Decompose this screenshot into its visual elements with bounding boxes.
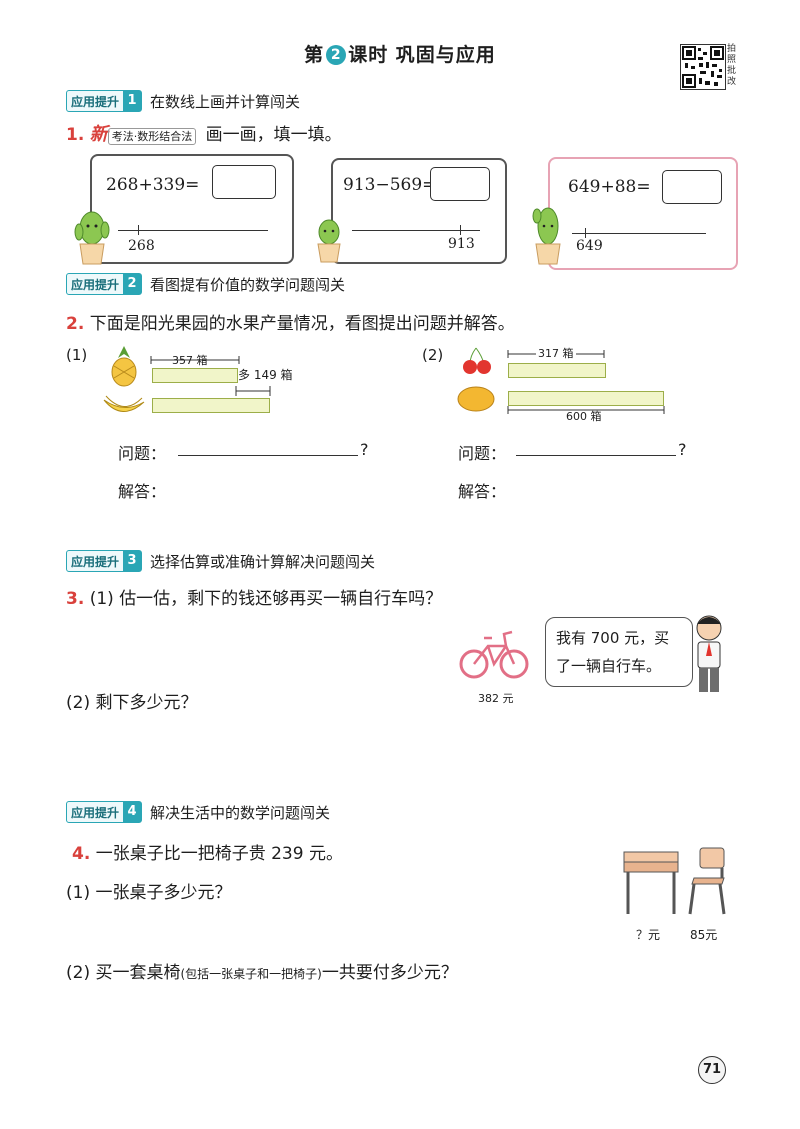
section-title: 看图提有价值的数学问题闯关 (150, 275, 346, 294)
answer-box[interactable] (662, 170, 722, 204)
question-mark: ? (678, 440, 687, 459)
title-suffix: 课时 巩固与应用 (348, 44, 496, 66)
card-expression: 649+88= (568, 177, 651, 197)
bar-value-label: 317 箱 (536, 345, 576, 361)
number-line-label: 268 (128, 238, 155, 254)
tag-label: 应用提升 (71, 94, 120, 109)
method-badge-text: 考法·数形结合法 (107, 128, 197, 145)
pineapple-icon (111, 346, 137, 387)
chair-icon (688, 847, 726, 915)
question-prompt: 问题： (118, 444, 167, 463)
desk-price: ？元 (636, 928, 661, 942)
chair-price: 85元 (690, 928, 718, 942)
question-number: 4. (72, 844, 91, 864)
part-label: (2) (422, 346, 444, 364)
qr-code-icon[interactable] (680, 44, 726, 90)
tag-label: 应用提升 (71, 554, 120, 569)
part-text-end: 一共要付多少元？ (321, 963, 458, 983)
tag-label: 应用提升 (71, 277, 120, 292)
question-text: 画一画，填一填。 (205, 125, 342, 145)
section-title: 选择估算或准确计算解决问题闯关 (150, 552, 376, 571)
answer-box[interactable] (430, 167, 490, 201)
number-line (352, 230, 480, 231)
number-line-label: 913 (448, 236, 475, 252)
question-4-part-1: (1) 一张桌子多少元？ (66, 883, 232, 903)
cherry-icon (463, 347, 491, 374)
bicycle-icon (459, 630, 529, 679)
answer-prompt: 解答： (458, 482, 507, 501)
new-method-badge: 新 (89, 124, 108, 145)
bar-value-label: 600 箱 (566, 410, 602, 423)
cactus-mascot-icon (317, 219, 341, 263)
qr-note: 拍照批改 (727, 44, 737, 87)
question-text: (1) 估一估，剩下的钱还够再买一辆自行车吗？ (89, 589, 443, 609)
mango-bar (508, 391, 664, 406)
tag-label: 应用提升 (71, 805, 120, 820)
cactus-mascot-icon (74, 211, 110, 265)
speech-bubble: 我有 700 元，买 了一辆自行车。 (545, 617, 693, 687)
tag-number: 3 (123, 551, 142, 571)
pineapple-bar (152, 368, 238, 383)
tag-number: 2 (123, 274, 142, 294)
number-line (572, 233, 706, 234)
question-text: 下面是阳光果园的水果产量情况，看图提出问题并解答。 (89, 314, 515, 334)
question-answer-line[interactable] (178, 455, 358, 456)
question-answer-line[interactable] (516, 455, 676, 456)
desk-icon (623, 851, 679, 914)
banana-icon (103, 395, 145, 412)
mango-icon (457, 386, 495, 412)
section-title: 在数线上画并计算闯关 (150, 92, 301, 111)
banana-bar (152, 398, 270, 413)
part-note: (包括一张桌子和一把椅子) (180, 967, 322, 981)
question-mark: ? (360, 440, 369, 459)
tag-number: 1 (123, 91, 142, 111)
question-4: 4. 一张桌子比一把椅子贵 239 元。 (72, 839, 343, 864)
tag-number: 4 (123, 802, 142, 822)
question-number: 2. (66, 314, 85, 334)
question-number: 1. (66, 125, 85, 145)
question-3-part-2: (2) 剩下多少元？ (66, 693, 198, 713)
difference-bracket (235, 386, 271, 396)
section-title: 解决生活中的数学问题闯关 (150, 803, 331, 822)
speech-line: 我有 700 元，买 (556, 629, 670, 647)
number-line-tick (585, 228, 586, 238)
cherry-bar (508, 363, 606, 378)
answer-prompt: 解答： (118, 482, 167, 501)
number-line-tick (460, 225, 461, 235)
question-1: 1. 新考法·数形结合法 画一画，填一填。 (66, 120, 342, 146)
question-3-part-1: 3. (1) 估一估，剩下的钱还够再买一辆自行车吗？ (66, 584, 442, 609)
difference-label: 多 149 箱 (238, 368, 293, 382)
question-text: 一张桌子比一把椅子贵 239 元。 (95, 844, 343, 864)
number-line-tick (138, 225, 139, 235)
title-prefix: 第 (304, 44, 325, 66)
bar-bracket (150, 356, 240, 364)
number-line-label: 649 (576, 238, 603, 254)
part-label: (1) (66, 346, 88, 364)
question-number: 3. (66, 589, 85, 609)
card-expression: 913−569= (343, 175, 437, 195)
page-number: 71 (698, 1056, 726, 1084)
speech-line: 了一辆自行车。 (556, 657, 662, 675)
part-text: (2) 买一套桌椅 (66, 963, 181, 983)
question-4-part-2: (2) 买一套桌椅(包括一张桌子和一把椅子)一共要付多少元？ (66, 958, 458, 983)
number-line (118, 230, 268, 231)
bike-price: 382 元 (478, 692, 514, 705)
boy-character-icon (696, 615, 722, 692)
cactus-mascot-icon (532, 207, 561, 265)
question-prompt: 问题： (458, 444, 507, 463)
question-2: 2. 下面是阳光果园的水果产量情况，看图提出问题并解答。 (66, 309, 515, 334)
lesson-number-badge: 2 (326, 45, 347, 65)
bar-bracket (507, 406, 665, 414)
card-expression: 268+339= (106, 175, 200, 195)
answer-box[interactable] (212, 165, 276, 199)
